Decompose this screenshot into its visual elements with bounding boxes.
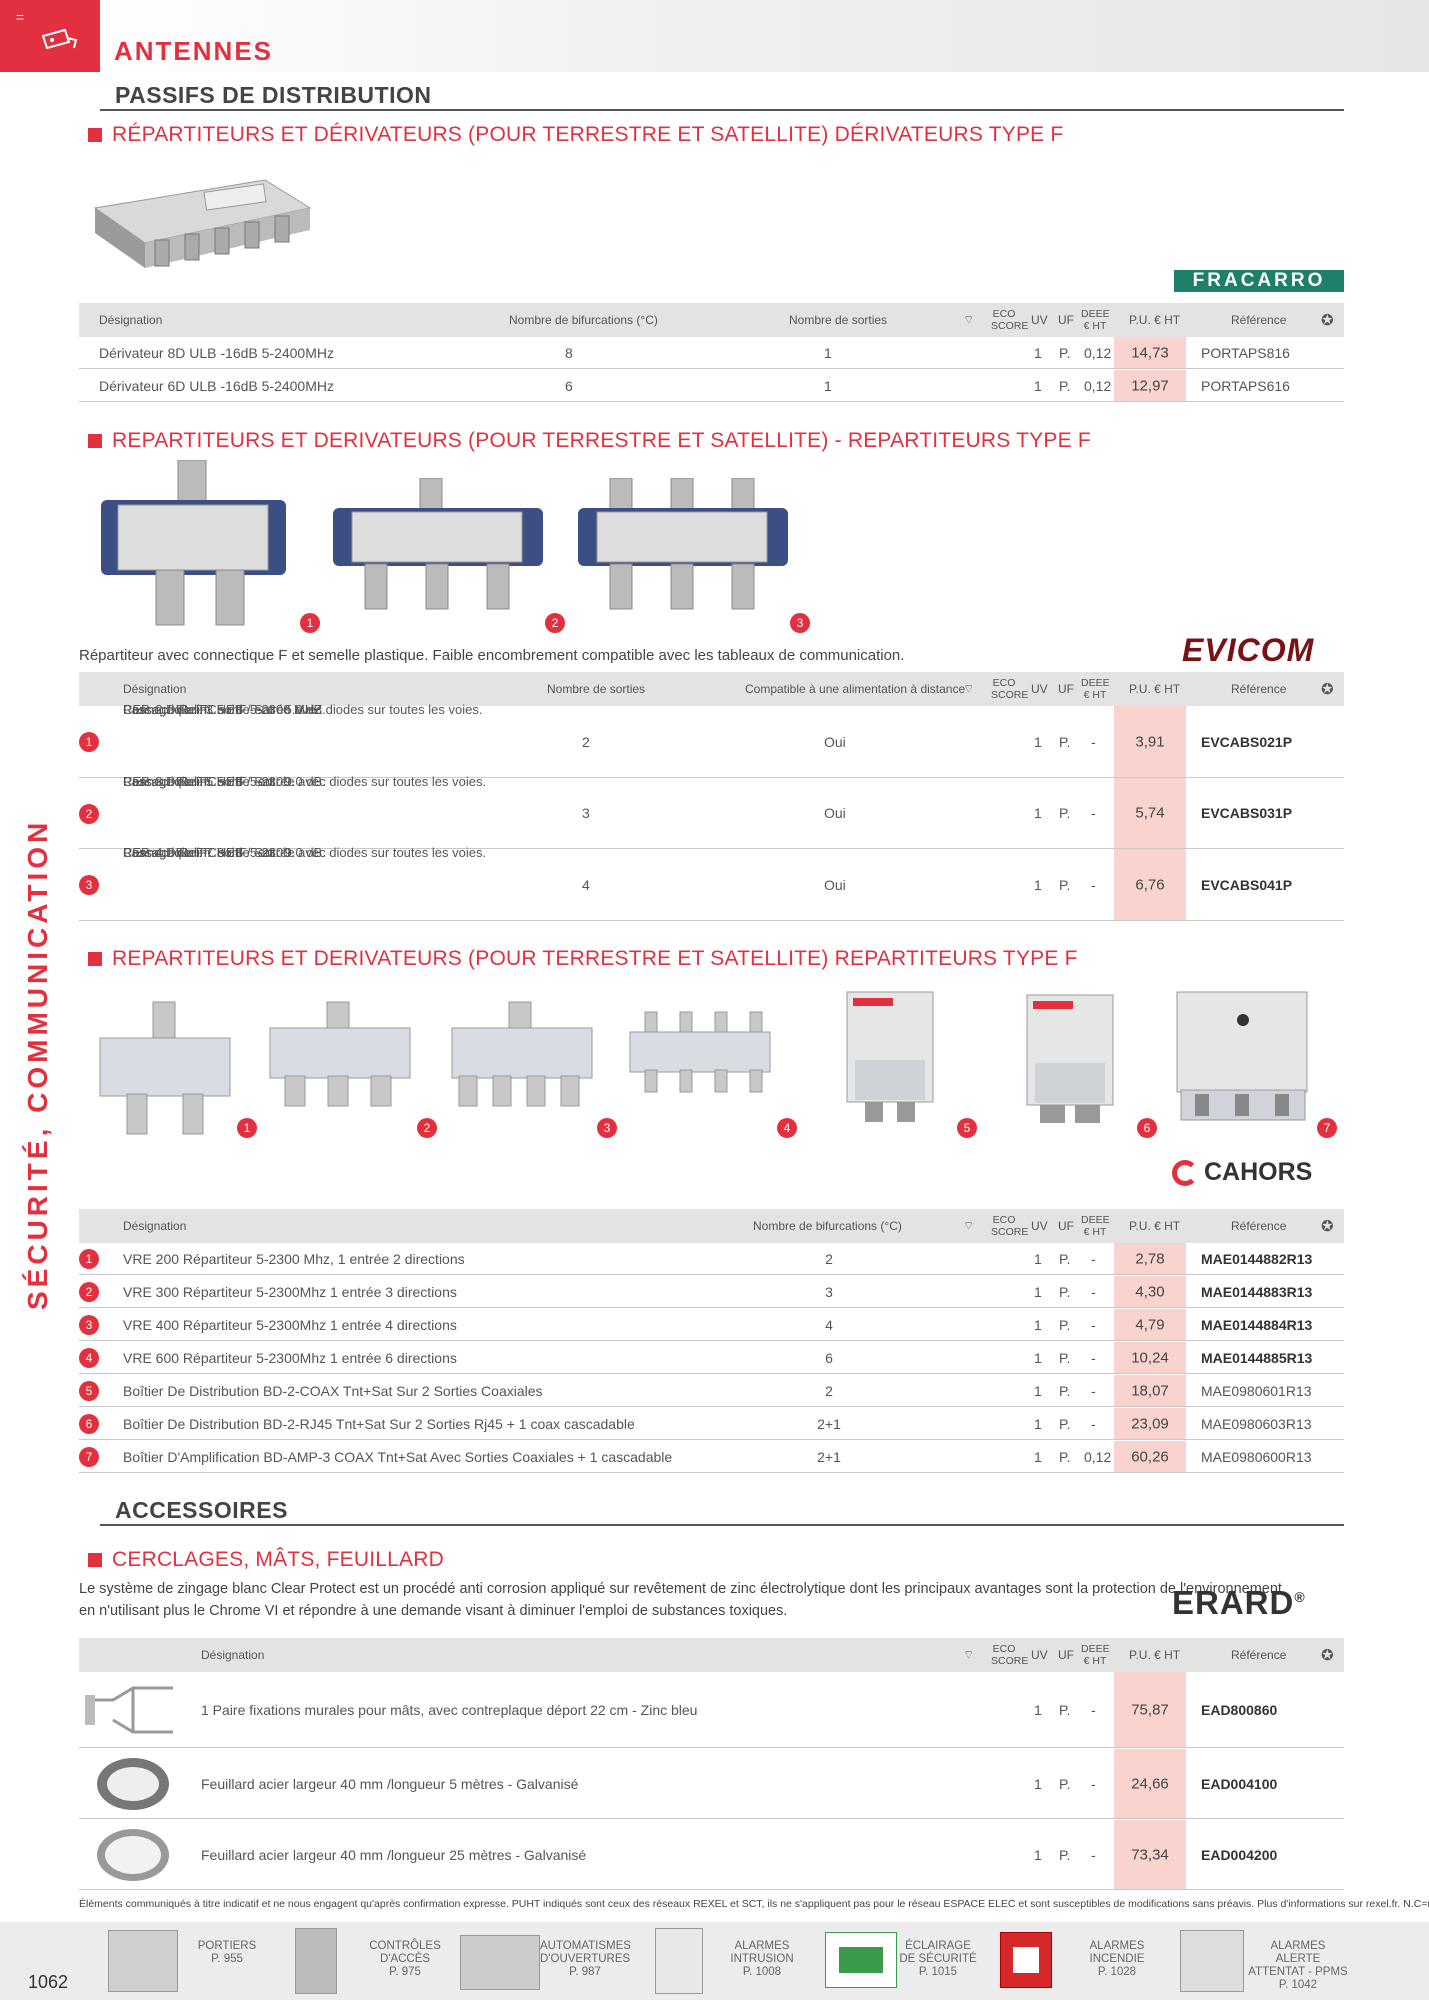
registered-icon: ® (1294, 1589, 1306, 1605)
wall-bracket-image (85, 1686, 173, 1734)
image-number: 1 (300, 613, 320, 633)
image-number: 1 (237, 1118, 257, 1138)
intro-text: en n'utilisant plus le Chrome VI et répo… (79, 1603, 788, 1619)
table-row: Feuillard acier largeur 40 mm /longueur … (79, 1749, 1344, 1819)
fire-alarm-icon[interactable] (1000, 1932, 1052, 1988)
subsection-title: REPARTITEURS ET DERIVATEURS (POUR TERRES… (88, 429, 1091, 453)
side-label: SÉCURITÉ, COMMUNICATION (22, 818, 53, 1310)
wifi-icon: ⌔ (963, 1647, 975, 1662)
image-number: 2 (545, 613, 565, 633)
divider (100, 1524, 1344, 1526)
cahors-splitter-3-image (451, 1001, 593, 1107)
image-number: 6 (1137, 1118, 1157, 1138)
cahors-box-coax-image (846, 991, 934, 1122)
wifi-icon: ⌔ (963, 1218, 975, 1233)
footnote: Éléments communiqués à titre indicatif e… (79, 1898, 1429, 1910)
gate-motor-icon[interactable] (460, 1935, 540, 1990)
ppms-alarm-icon[interactable] (1180, 1930, 1244, 1992)
steel-strap-25m-image (97, 1829, 169, 1881)
cahors-amp-box-image (1176, 991, 1308, 1121)
top-bar (100, 0, 1429, 72)
subsection-title: CERCLAGES, MÂTS, FEUILLARD (88, 1548, 444, 1572)
intro-text: Le système de zingage blanc Clear Protec… (79, 1581, 1282, 1597)
section-title: PASSIFS DE DISTRIBUTION (115, 82, 432, 108)
recycle-icon: ✪ (1321, 681, 1334, 698)
cahors-box-rj45-image (1026, 994, 1114, 1123)
fracarro-logo: FRACARRO (1174, 270, 1344, 292)
table-row: Dérivateur 8D ULB -16dB 5-2400MHz 8 1 1 … (79, 337, 1344, 369)
image-number: 2 (417, 1118, 437, 1138)
cahors-logo: CAHORS (1172, 1158, 1312, 1187)
image-number: 4 (777, 1118, 797, 1138)
erard-logo: ERARD® (1172, 1584, 1306, 1621)
category-title: ANTENNES (114, 36, 274, 66)
cahors-splitter-1-image (99, 1001, 231, 1135)
cahors-logo-mark (1172, 1159, 1198, 1186)
table-row: 1 Paire fixations murales pour mâts, ave… (79, 1672, 1344, 1748)
table-header: Désignation Nombre de bifurcations (°C) … (79, 1209, 1344, 1243)
menu-icon[interactable]: = (16, 9, 25, 25)
exit-sign-icon[interactable] (825, 1932, 897, 1988)
divider (100, 109, 1344, 111)
image-number: 7 (1317, 1118, 1337, 1138)
page-number: 1062 (28, 1972, 69, 1992)
table-header: Désignation ⌔ ECO SCORE UV UF DEEE € HT … (79, 1638, 1344, 1672)
wifi-icon: ⌔ (963, 681, 975, 696)
category-tab[interactable]: = (0, 0, 100, 72)
alarm-siren-icon[interactable] (655, 1928, 703, 1994)
recycle-icon: ✪ (1321, 1647, 1334, 1664)
image-number: 3 (790, 613, 810, 633)
keypad-icon[interactable] (295, 1928, 337, 1994)
splitter-3-image (333, 478, 543, 610)
table-row: Dérivateur 6D ULB -16dB 5-2400MHz 6 1 1 … (79, 370, 1344, 402)
image-number: 3 (597, 1118, 617, 1138)
table-row: Feuillard acier largeur 40 mm /longueur … (79, 1820, 1344, 1890)
cahors-splitter-2-image (269, 1001, 411, 1107)
splitter-2-image (101, 460, 286, 626)
intro-text: Répartiteur avec connectique F et semell… (79, 647, 905, 664)
evicom-logo: EVICOM (1182, 632, 1315, 668)
table-header: Désignation Nombre de bifurcations (°C) … (79, 303, 1344, 337)
table-header: Désignation Nombre de sorties Compatible… (79, 672, 1344, 706)
camera-icon (41, 28, 78, 50)
subsection-title: RÉPARTITEURS ET DÉRIVATEURS (POUR TERRES… (88, 123, 1063, 147)
cahors-splitter-4-image (629, 1011, 771, 1093)
splitter-4-image (578, 478, 788, 610)
steel-strap-5m-image (97, 1758, 169, 1810)
subsection-title: REPARTITEURS ET DERIVATEURS (POUR TERRES… (88, 947, 1078, 971)
wifi-icon: ⌔ (963, 312, 975, 327)
portier-icon[interactable] (108, 1930, 178, 1992)
recycle-icon: ✪ (1321, 312, 1334, 329)
derivator-product-image (93, 179, 312, 268)
section-title: ACCESSOIRES (115, 1497, 288, 1523)
recycle-icon: ✪ (1321, 1218, 1334, 1235)
image-number: 5 (957, 1118, 977, 1138)
